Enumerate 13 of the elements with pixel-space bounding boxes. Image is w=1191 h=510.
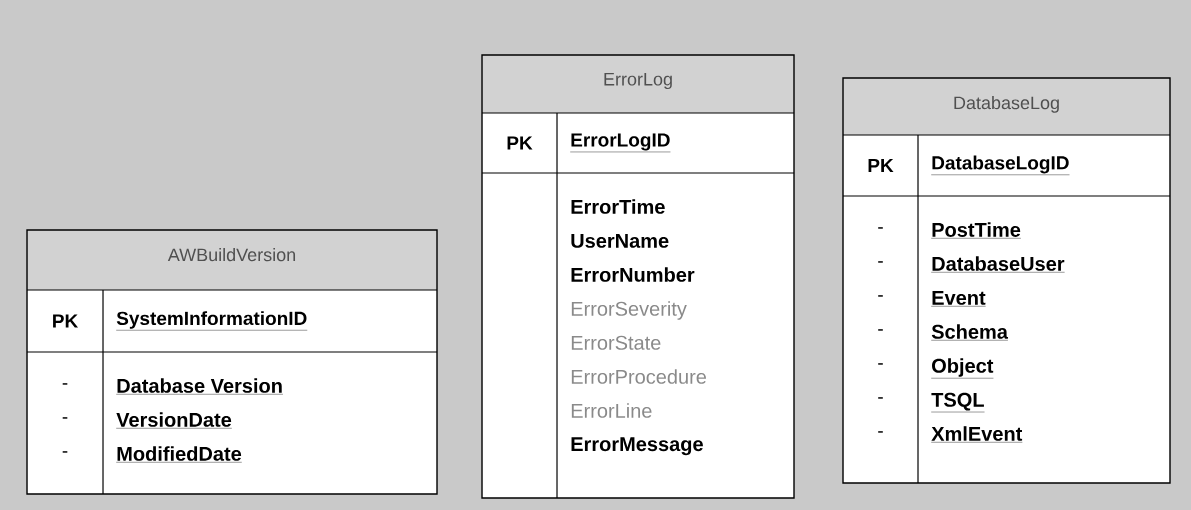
key-field: SystemInformationID: [116, 311, 308, 331]
key-label: PK: [868, 158, 894, 173]
column-markers: - - - - - - -: [878, 227, 883, 433]
key-field: ErrorLogID: [570, 133, 671, 153]
key-field: DatabaseLogID: [931, 155, 1070, 175]
field-list: ErrorSeverity ErrorState ErrorProcedure ErrorLine: [571, 301, 706, 418]
field-list: ErrorTime UserName ErrorNumber: [571, 199, 695, 282]
key-label: PK: [53, 314, 78, 328]
field-list: Database Version VersionDate ModifiedDate: [116, 378, 284, 463]
key-label: PK: [507, 136, 533, 150]
field-list: PostTime DatabaseUser Event Schema Object TSQL XmlEvent: [931, 222, 1065, 443]
column-markers: - - -: [62, 383, 68, 453]
field-list: ErrorMessage: [571, 437, 703, 456]
